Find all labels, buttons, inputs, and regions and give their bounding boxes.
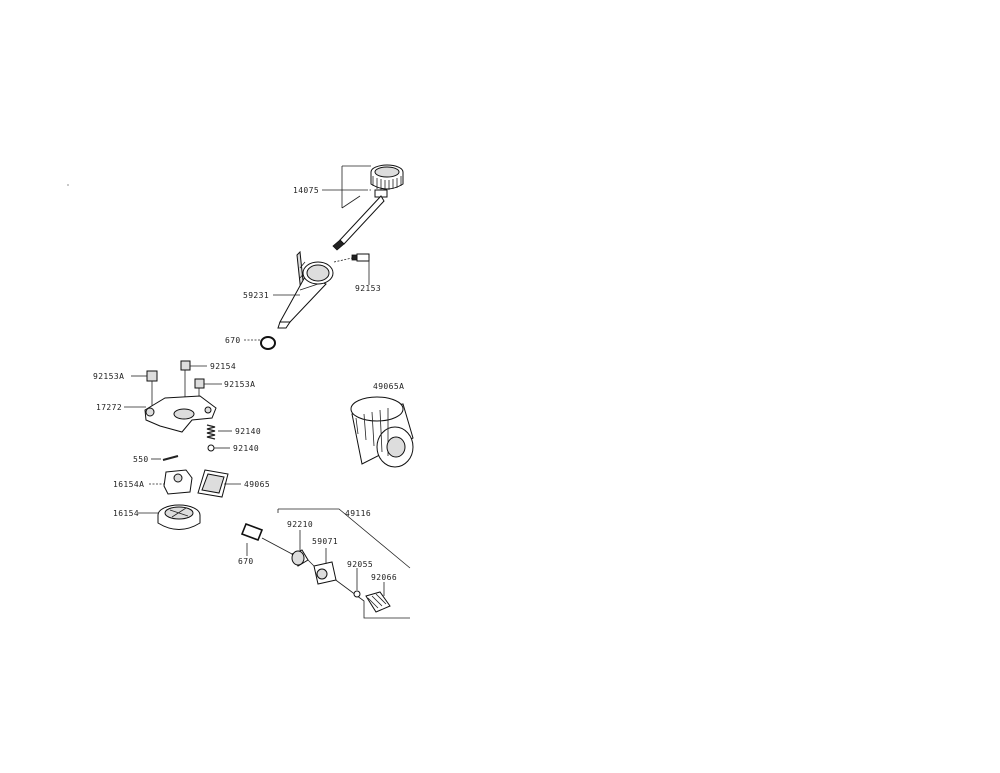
label-92153a-left: 92153A: [93, 372, 124, 381]
label-16154a: 16154A: [113, 480, 144, 489]
label-92140-ball: 92140: [233, 444, 259, 453]
leader-14075: [322, 165, 371, 209]
rotor-16154: [138, 504, 201, 530]
label-49065: 49065: [244, 480, 270, 489]
filler-tube: [277, 250, 334, 329]
washer-92055: [353, 568, 361, 598]
label-49065a: 49065A: [373, 382, 404, 391]
bolt-92153a-left: [131, 370, 158, 408]
o-ring-670-bottom: [240, 522, 264, 556]
label-670-bottom: 670: [238, 557, 254, 566]
label-92066: 92066: [371, 573, 397, 582]
label-59231: 59231: [243, 291, 269, 300]
label-14075: 14075: [293, 186, 319, 195]
label-16154: 16154: [113, 509, 139, 518]
label-670-top: 670: [225, 336, 241, 345]
ball-92140: [207, 444, 230, 452]
label-550: 550: [133, 455, 149, 464]
valve-59071: [307, 548, 337, 585]
label-92055: 92055: [347, 560, 373, 569]
oil-filter-49065a: [350, 396, 414, 468]
label-59071: 59071: [312, 537, 338, 546]
plug-92066: [365, 582, 391, 613]
label-92153a-right: 92153A: [224, 380, 255, 389]
label-92153: 92153: [355, 284, 381, 293]
label-92154: 92154: [210, 362, 236, 371]
gasket-49065: [197, 469, 241, 498]
pin-550: [151, 455, 179, 461]
rotor-16154a: [149, 469, 193, 495]
dipstick-rod: [332, 195, 385, 251]
cap-92210: [261, 530, 309, 567]
pump-cover-17272: [144, 395, 217, 433]
bolt-92153: [333, 253, 370, 285]
label-92140-spring: 92140: [235, 427, 261, 436]
bolt-92154: [180, 360, 207, 398]
label-49116: 49116: [345, 509, 371, 518]
stray-dot: [67, 184, 69, 186]
label-17272: 17272: [96, 403, 122, 412]
label-92210: 92210: [287, 520, 313, 529]
spring-92140: [206, 424, 232, 440]
dipstick-cap: [370, 164, 404, 198]
o-ring-670-top: [260, 336, 276, 350]
